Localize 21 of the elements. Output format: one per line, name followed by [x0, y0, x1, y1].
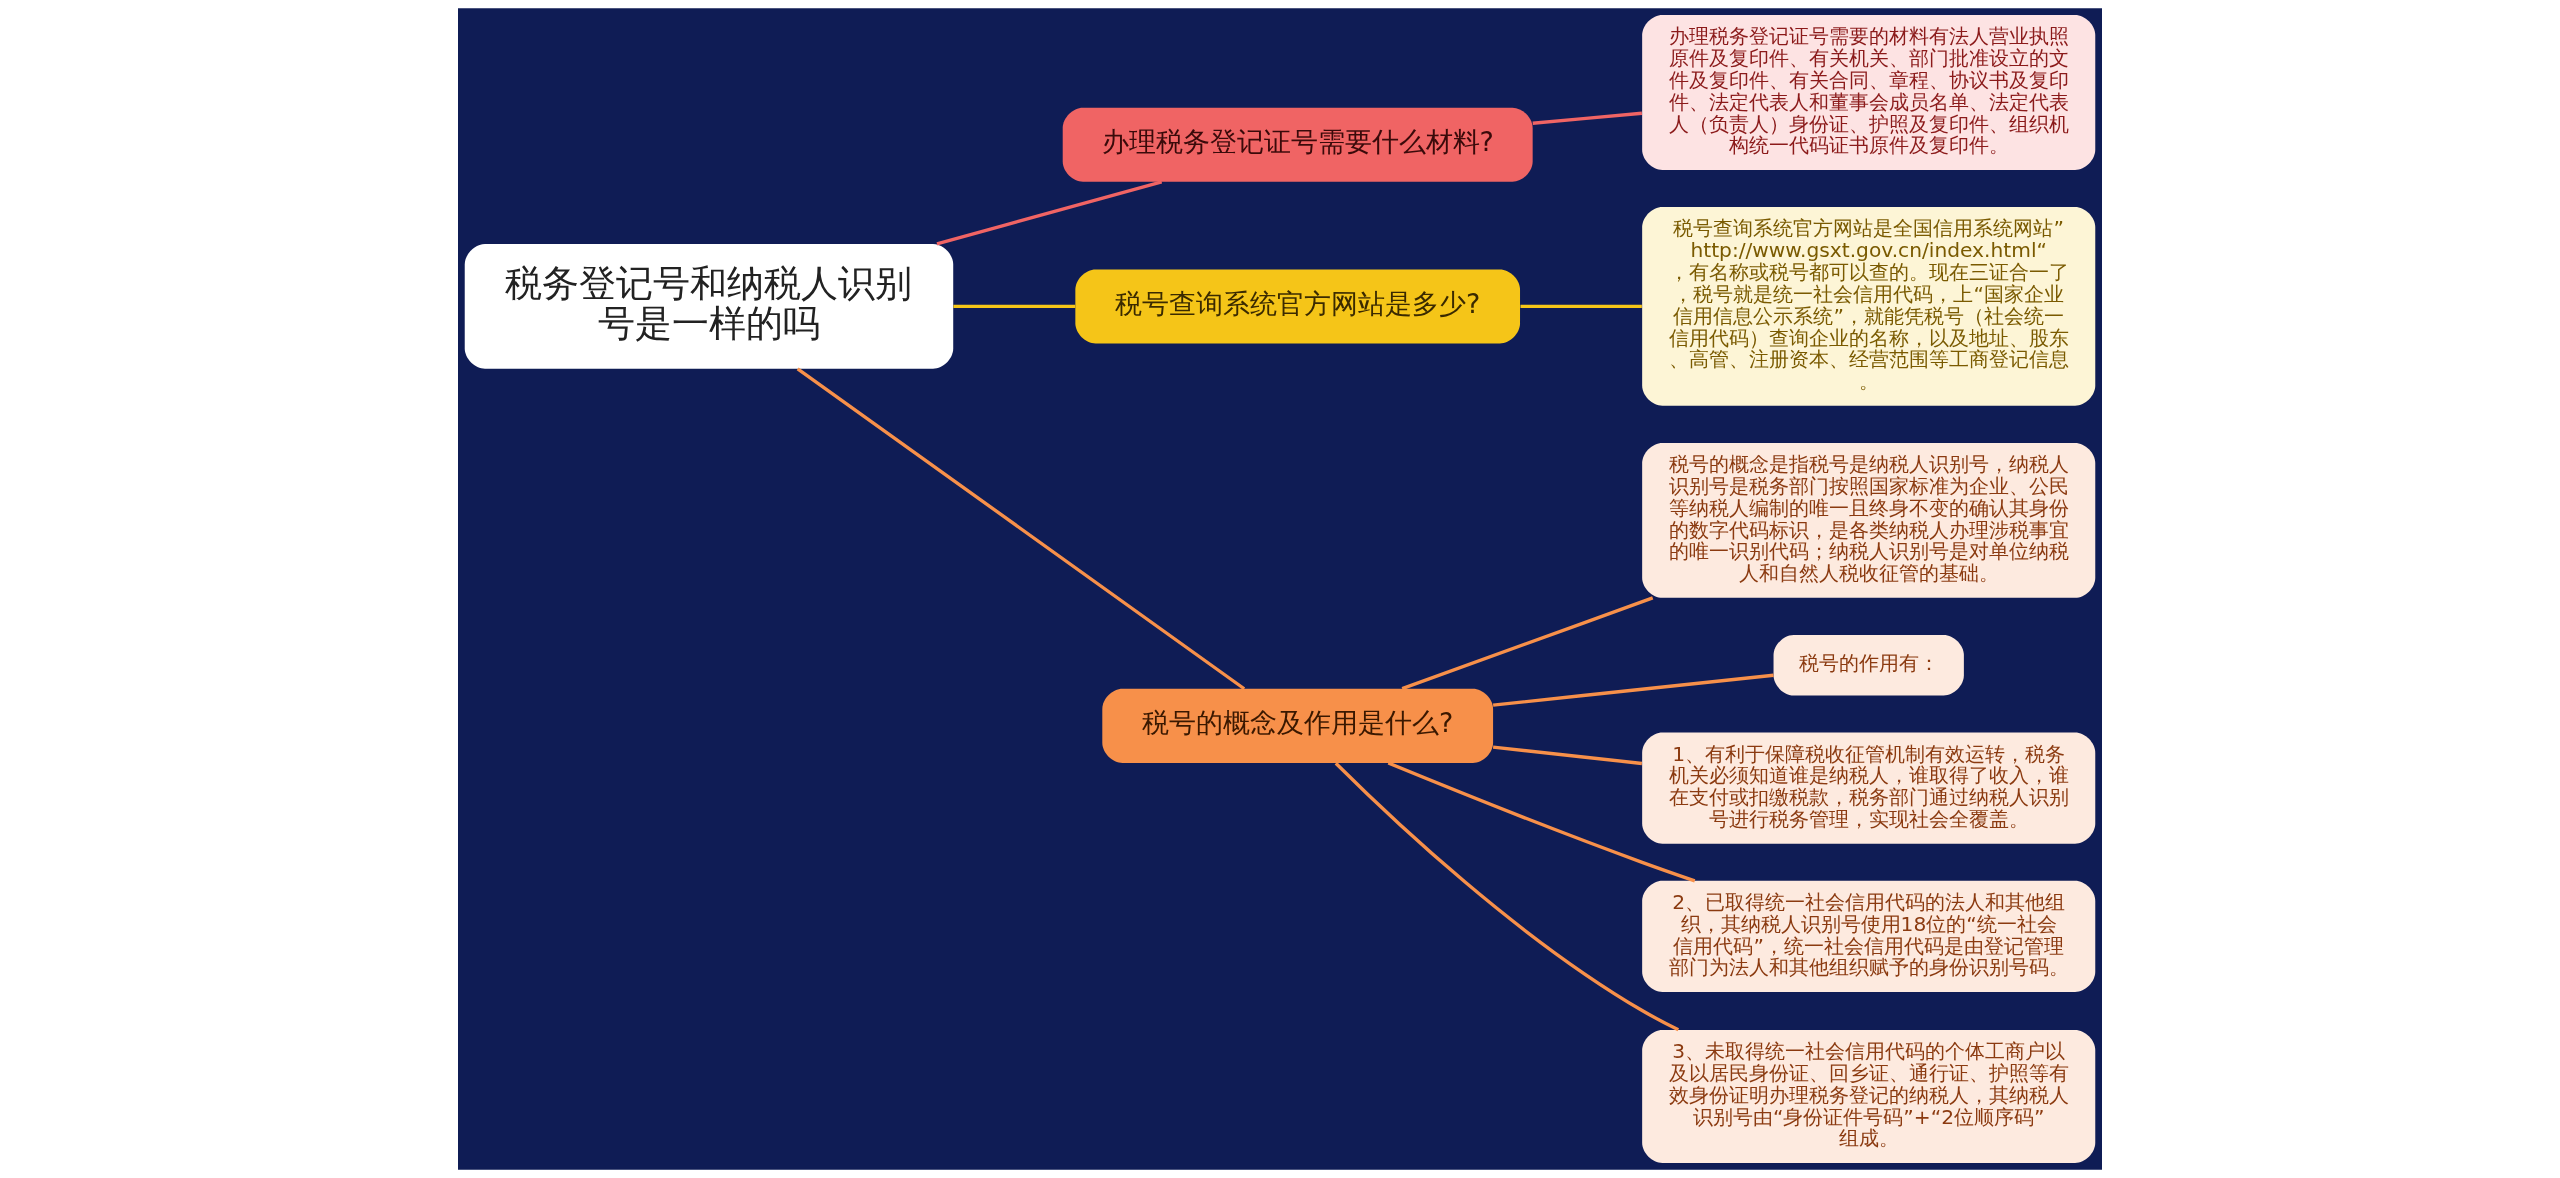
connector [796, 367, 1246, 691]
node-box: 办理税务登记证号需要的材料有法人营业执照原件及复印件、有关机关、部门批准设立的文件及复印件、有关合同、章程、协议书及复印件、法定代表人和董事会成员名单、法定代表人（负责人）身份证、护照及复印件、组织机构统一代码证书原件及复印件。 [1642, 15, 2096, 170]
node-box: 办理税务登记证号需要什么材料? [1062, 107, 1533, 182]
node-box: 税号的概念是指税号是纳税人识别号，纳税人识别号是税务部门按照国家标准为企业、公民等纳税人编制的唯一且终身不变的确认其身份的数字代码标识，是各类纳税人办理涉税事宜的唯一识别代码；纳税人识别号是对单位纳税人和自然人税收征管的基础。 [1642, 442, 2096, 598]
connector [936, 180, 1163, 246]
node-box: 3、未取得统一社会信用代码的个体工商户以及以居民身份证、回乡证、通行证、护照等有效身份证明办理税务登记的纳税人，其纳税人识别号由“身份证件号码”+“2位顺序码”组成。 [1642, 1029, 2096, 1163]
node-box: 1、有利于保障税收征管机制有效运转，税务机关必须知道谁是纳税人，谁取得了收入，谁在支付或扣缴税款，税务部门通过纳税人识别号进行税务管理，实现社会全覆盖。 [1642, 732, 2096, 844]
connector [1401, 596, 1654, 691]
connector [1520, 304, 1642, 309]
node-box: 2、已取得统一社会信用代码的法人和其他组织，其纳税人识别号使用18位的“统一社会信用代码”，统一社会信用代码是由登记管理部门为法人和其他组织赋予的身份识别号码。 [1642, 880, 2096, 992]
node-box: 税号查询系统官方网站是多少? [1075, 269, 1521, 344]
connector [1334, 762, 1680, 1032]
node-box: 税号查询系统官方网站是全国信用系统网站” http://www.gsxt.gov.cn/index.html“，有名称或税号都可以查的。现在三证合一了，税号就是统一社会信用代码，上“国家企业信用信息公示系统”，就能凭税号（社会统一信用代码）查询企业的名称，以及地址、股东、高管、注册资本、经营范围等工商登记信息。 [1642, 207, 2096, 406]
node-box: 税号的概念及作用是什么? [1102, 688, 1494, 763]
node-box: 税号的作用有： [1773, 634, 1964, 696]
connector [953, 304, 1076, 309]
connector [1492, 745, 1643, 766]
connector [1492, 673, 1774, 707]
node-box: 税务登记号和纳税人识别号是一样的吗 [464, 244, 954, 369]
connector [1387, 761, 1696, 883]
connector [1532, 111, 1643, 125]
